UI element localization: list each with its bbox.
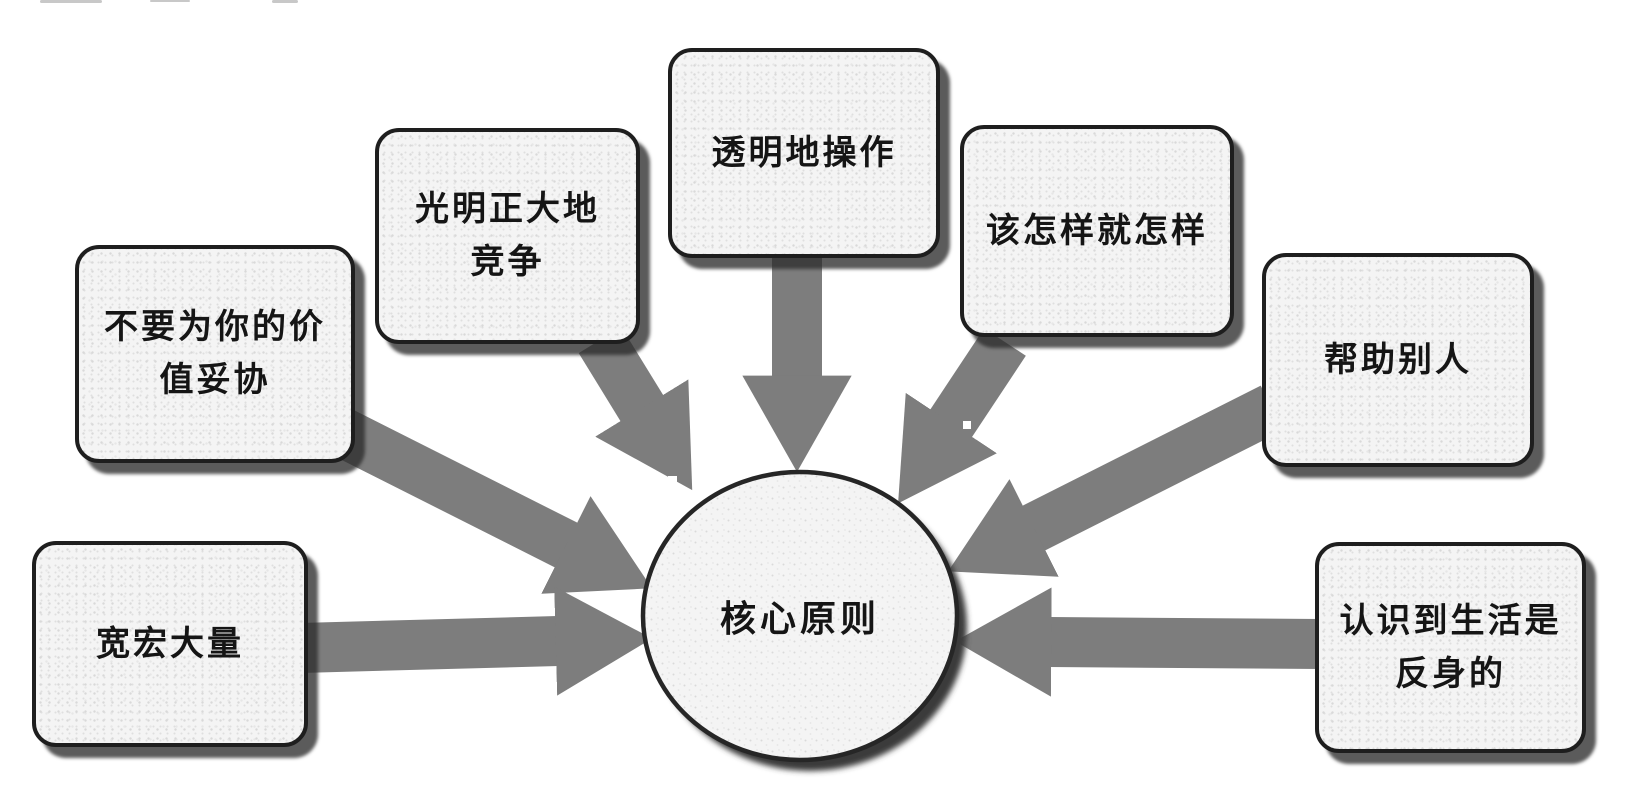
scan-artifact (40, 0, 102, 3)
core-principle-circle (640, 469, 960, 763)
arrow-compete-to-core (578, 326, 693, 491)
principle-box-values: 不要为你的价 值妥协 (75, 245, 355, 463)
arrow-magnanimous-to-core (299, 586, 652, 696)
arrow-asitis-to-core (898, 328, 1026, 504)
principle-box-operate-transparently: 透明地操作 (668, 48, 940, 258)
principle-label: 透明地操作 (711, 133, 897, 172)
principle-label: 认识到生活是 反身的 (1339, 601, 1562, 693)
principle-box-life-is-reflexive: 认识到生活是 反身的 (1315, 542, 1586, 753)
principle-box-as-it-should-be: 该怎样就怎样 (960, 125, 1234, 337)
principle-box-help-others: 帮助别人 (1262, 253, 1534, 467)
principle-label: 宽宏大量 (96, 624, 244, 663)
principle-box-magnanimous: 宽宏大量 (32, 541, 308, 747)
principle-label: 该怎样就怎样 (986, 211, 1208, 250)
arrow-values-to-core (306, 397, 652, 594)
scan-artifact (150, 0, 190, 2)
principle-label: 帮助别人 (1324, 340, 1472, 379)
arrow-help-to-core (948, 385, 1284, 577)
scan-artifact (272, 0, 298, 3)
scan-speck (668, 476, 677, 484)
principle-label: 不要为你的价 值妥协 (104, 308, 326, 399)
principle-box-compete-fairly: 光明正大地 竞争 (375, 128, 640, 344)
principle-label: 光明正大地 竞争 (415, 190, 600, 281)
arrow-reflexive-to-core (955, 587, 1321, 697)
scan-speck (963, 421, 971, 429)
